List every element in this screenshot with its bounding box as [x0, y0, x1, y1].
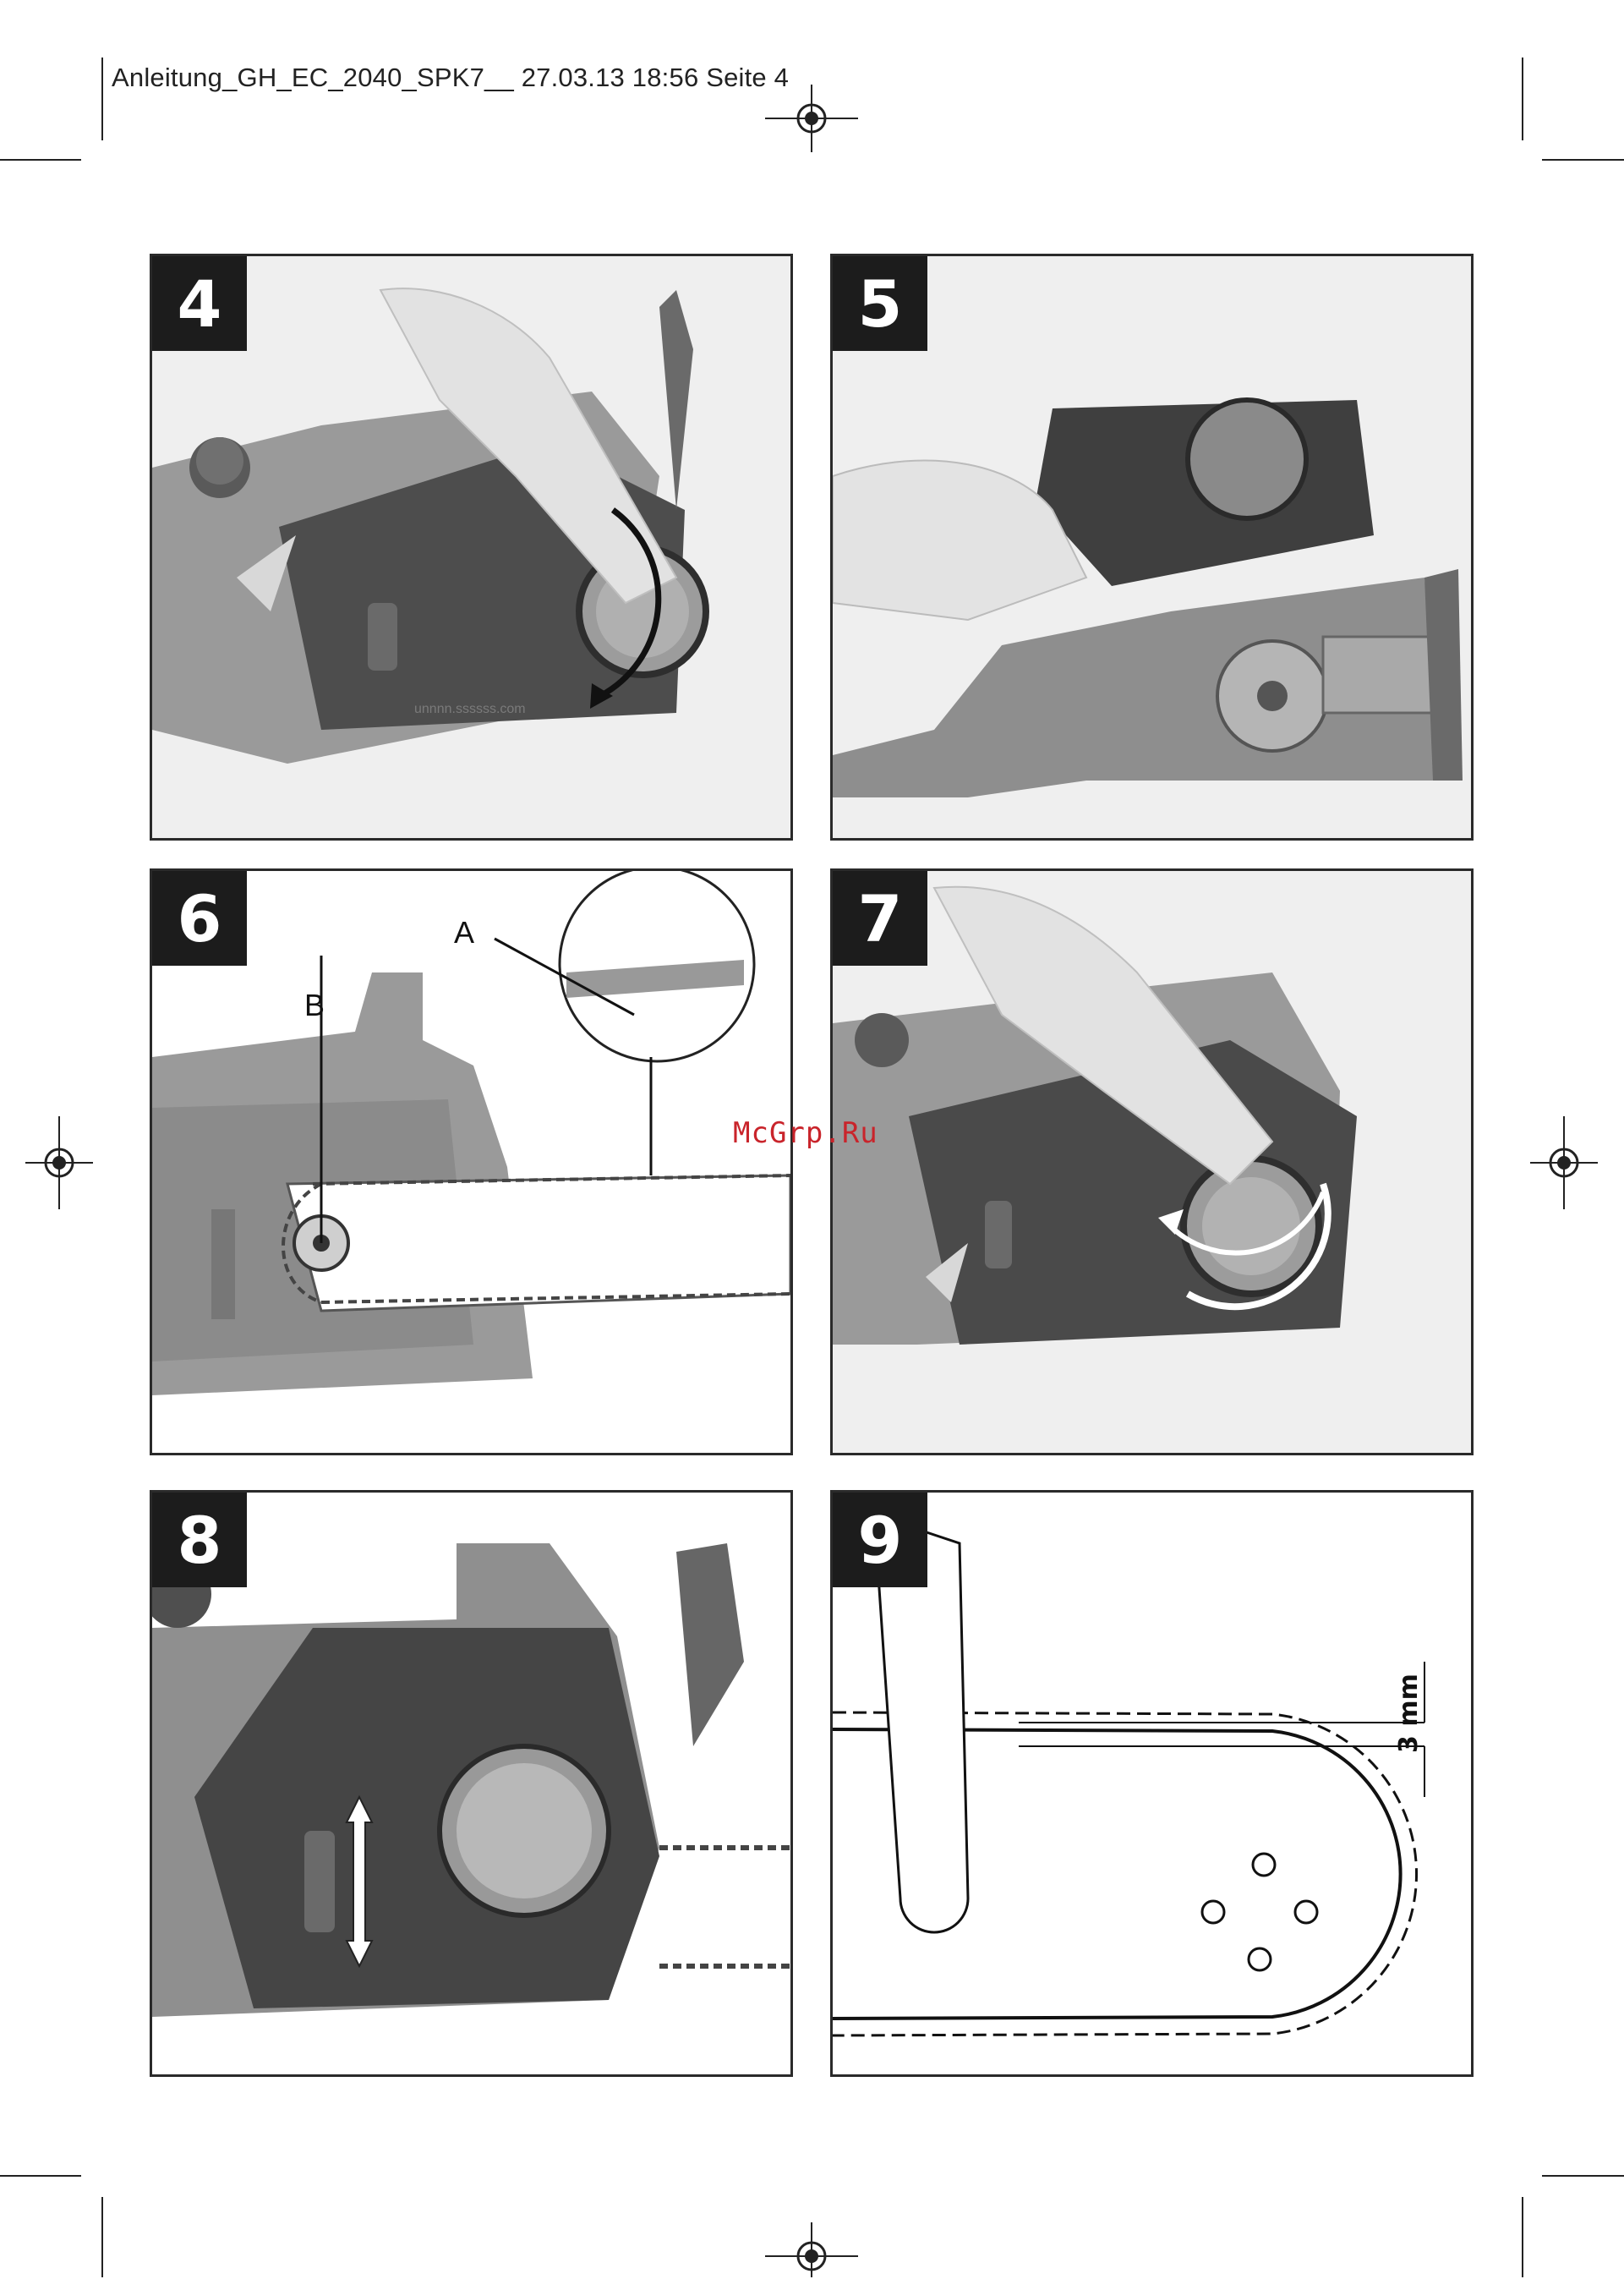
- chain-tension-photo: [152, 1493, 790, 2074]
- chain-installation-photo: [152, 871, 790, 1453]
- panel-number: 5: [833, 256, 927, 351]
- panel-number: 8: [152, 1493, 247, 1587]
- svg-text:unnnn.ssssss.com: unnnn.ssssss.com: [414, 702, 526, 716]
- watermark: McGrp.Ru: [733, 1116, 878, 1150]
- print-header: Anleitung_GH_EC_2040_SPK7__ 27.03.13 18:…: [112, 63, 789, 93]
- registration-mark-icon: [765, 85, 858, 152]
- crop-mark: [101, 2197, 103, 2277]
- chain-sag-diagram: [833, 1493, 1471, 2074]
- figure-panel-8: 8: [150, 1490, 793, 2077]
- callout-a: A: [454, 915, 474, 951]
- crop-mark: [101, 58, 103, 140]
- registration-mark-icon: [765, 2222, 858, 2290]
- chainsaw-cover-photo: unnnn.ssssss.com: [152, 256, 790, 838]
- crop-mark: [0, 159, 81, 161]
- cover-removed-photo: [833, 256, 1471, 838]
- callout-b: B: [304, 988, 325, 1023]
- cover-tightening-photo: [833, 871, 1471, 1453]
- panel-number: 4: [152, 256, 247, 351]
- crop-mark: [1542, 159, 1624, 161]
- crop-mark: [0, 2175, 81, 2177]
- panel-number: 6: [152, 871, 247, 966]
- dimension-label: 3 mm: [1394, 1674, 1424, 1753]
- figure-panel-4: 4 unnnn.ssssss.com: [150, 254, 793, 841]
- figure-panel-9: 9 3 mm: [830, 1490, 1474, 2077]
- figure-panel-6: 6 A B: [150, 868, 793, 1455]
- figure-panel-5: 5: [830, 254, 1474, 841]
- registration-mark-icon: [1530, 1116, 1598, 1209]
- figure-panel-7: 7: [830, 868, 1474, 1455]
- crop-mark: [1522, 2197, 1523, 2277]
- crop-mark: [1542, 2175, 1624, 2177]
- panel-number: 7: [833, 871, 927, 966]
- registration-mark-icon: [25, 1116, 93, 1209]
- panel-number: 9: [833, 1493, 927, 1587]
- crop-mark: [1522, 58, 1523, 140]
